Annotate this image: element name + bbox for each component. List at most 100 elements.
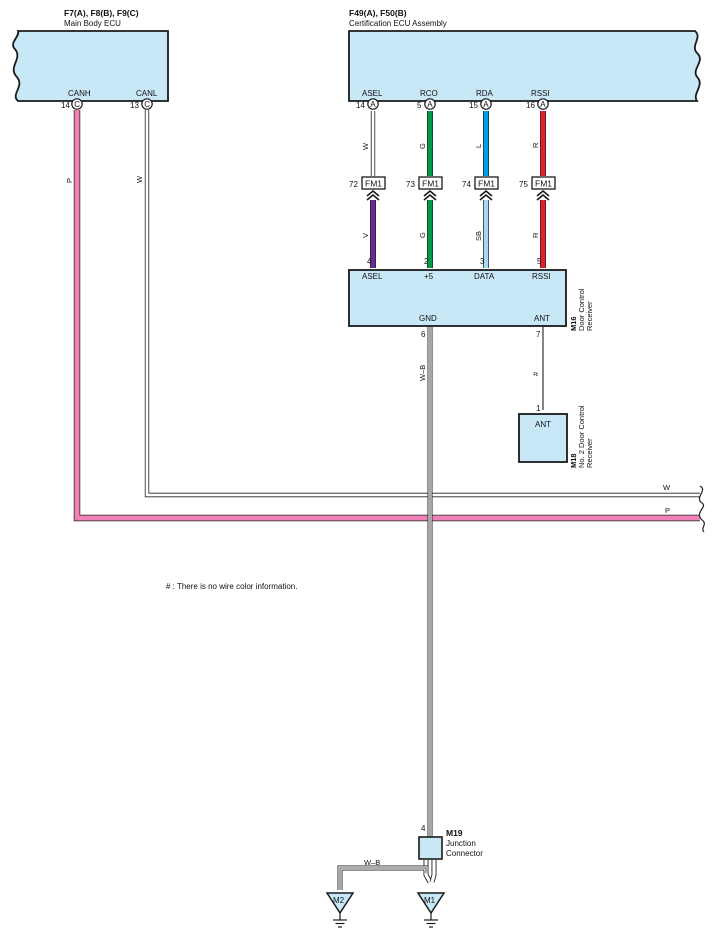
pin-number: 1 <box>536 404 541 413</box>
ground-triangle-icon <box>325 892 355 915</box>
wire-label-rssi-upper: R <box>531 142 540 148</box>
door-control-receiver-name-2: Receiver <box>585 301 594 331</box>
wire-label-rco-upper: G <box>418 143 427 149</box>
pin-label: GND <box>419 314 437 323</box>
pin-label: RSSI <box>532 272 551 281</box>
pin-label-rco: RCO <box>420 89 438 98</box>
junction-name-2: Connector <box>446 849 483 858</box>
ground-triangle-icon <box>416 892 446 915</box>
wire-canh-fill <box>74 110 700 521</box>
pin-number: 4 <box>367 257 372 266</box>
pin-number-asel: 14 <box>356 101 365 110</box>
junction-name-1: Junction <box>446 839 476 848</box>
wire-color-note: # : There is no wire color information. <box>166 582 297 591</box>
pin-conn-canh: C <box>74 100 80 109</box>
junction-connector: 4 M19 Junction Connector <box>418 824 483 860</box>
pin-number: 5 <box>537 257 542 266</box>
connector-chevron-icon <box>366 189 380 201</box>
main-body-ecu: F7(A), F8(B), F9(C) Main Body ECU CANH C… <box>12 8 169 110</box>
main-body-ecu-box <box>12 30 169 102</box>
pin-number: 4 <box>421 824 426 833</box>
certification-ecu-box <box>348 30 701 102</box>
connector-code: FM1 <box>535 179 552 189</box>
connector-fm1-box <box>531 176 556 190</box>
connector-chevron-icon <box>536 189 550 201</box>
connector-fm1-box <box>361 176 386 190</box>
pin-conn-asel: A <box>370 100 376 109</box>
pin-label-rssi: RSSI <box>531 89 550 98</box>
ground-label: M2 <box>333 896 345 905</box>
wire-label-ant: # <box>531 371 540 376</box>
cert-ecu-code: F49(A), F50(B) <box>349 8 407 18</box>
wire-junction-m1b-fill <box>430 860 436 883</box>
connector-fm1-box <box>474 176 499 190</box>
wire-label-right-p: P <box>665 506 670 515</box>
connector-number: 75 <box>519 180 528 189</box>
wire-label-right-w: W <box>663 483 671 492</box>
door-control-receiver-name-1: Door Control <box>577 288 586 331</box>
wire-ground-link-fill <box>338 866 428 890</box>
cert-ecu-name: Certification ECU Assembly <box>349 19 447 28</box>
pin-conn-canl: C <box>144 100 150 109</box>
pin-label-asel: ASEL <box>362 89 383 98</box>
main-body-ecu-code: F7(A), F8(B), F9(C) <box>64 8 139 18</box>
pin-conn-rco: A <box>427 100 433 109</box>
wire-label-rssi-lower: R <box>531 232 540 238</box>
fm1-connectors: 72 FM1 73 FM1 74 FM1 75 FM1 <box>349 176 556 201</box>
connector-number: 73 <box>406 180 415 189</box>
connector-number: 72 <box>349 180 358 189</box>
ground-m1: M1 <box>416 892 446 928</box>
pin-label-canh: CANH <box>68 89 91 98</box>
connector-a-symbol <box>537 98 549 110</box>
connector-a-symbol <box>424 98 436 110</box>
ground-m2: M2 <box>325 892 355 928</box>
wire-canl-fill <box>145 110 700 497</box>
wire-label-canl: W <box>135 175 144 183</box>
connector-c-symbol <box>71 98 83 110</box>
door-control-receiver-box <box>348 269 567 327</box>
pin-label: ASEL <box>362 272 383 281</box>
wire-break-mark <box>698 485 705 533</box>
pin-label: DATA <box>474 272 495 281</box>
wire-label-gnd: W–B <box>418 365 427 381</box>
wire-junction-m1-fill <box>424 860 432 883</box>
pin-number: 2 <box>424 257 429 266</box>
junction-code: M19 <box>446 828 463 838</box>
connector-code: FM1 <box>422 179 439 189</box>
wire-ground-link-stripe <box>339 867 427 890</box>
certification-ecu: F49(A), F50(B) Certification ECU Assembl… <box>348 8 701 110</box>
pin-label-canl: CANL <box>136 89 158 98</box>
connector-c-symbol <box>141 98 153 110</box>
no2-receiver-code: M18 <box>569 453 578 468</box>
pin-label-rda: RDA <box>476 89 494 98</box>
pin-label: +5 <box>424 272 434 281</box>
connector-number: 74 <box>462 180 471 189</box>
no2-door-control-receiver-box <box>518 413 568 463</box>
main-body-ecu-name: Main Body ECU <box>64 19 121 28</box>
pin-number-rssi: 16 <box>526 101 535 110</box>
pin-number: 3 <box>480 257 485 266</box>
connector-a-symbol <box>367 98 379 110</box>
wire-ground-link <box>337 865 429 890</box>
connector-code: FM1 <box>365 179 382 189</box>
wire-label-ground-link: W–B <box>364 858 380 867</box>
pin-conn-rda: A <box>483 100 489 109</box>
no2-door-control-receiver: 1 ANT M18 No. 2 Door Control Receiver <box>518 404 594 468</box>
pin-number-rda: 15 <box>469 101 478 110</box>
wire-color-labels: P W W G L R V G SB R W–B # W P W–B <box>65 142 671 867</box>
connector-fm1-box <box>418 176 443 190</box>
no2-receiver-name-2: Receiver <box>585 438 594 468</box>
ground-label: M1 <box>424 896 436 905</box>
wire-label-asel-lower: V <box>361 233 370 238</box>
wire-label-rda-lower: SB <box>474 231 483 241</box>
pin-label: ANT <box>535 420 551 429</box>
wire-label-rda-upper: L <box>474 144 483 148</box>
no2-receiver-name-1: No. 2 Door Control <box>577 405 586 468</box>
pin-number: 6 <box>421 330 426 339</box>
junction-connector-box <box>418 836 443 860</box>
pin-number: 7 <box>536 330 541 339</box>
wire-label-rco-lower: G <box>418 232 427 238</box>
wire-label-asel-upper: W <box>361 142 370 150</box>
pin-label: ANT <box>534 314 550 323</box>
